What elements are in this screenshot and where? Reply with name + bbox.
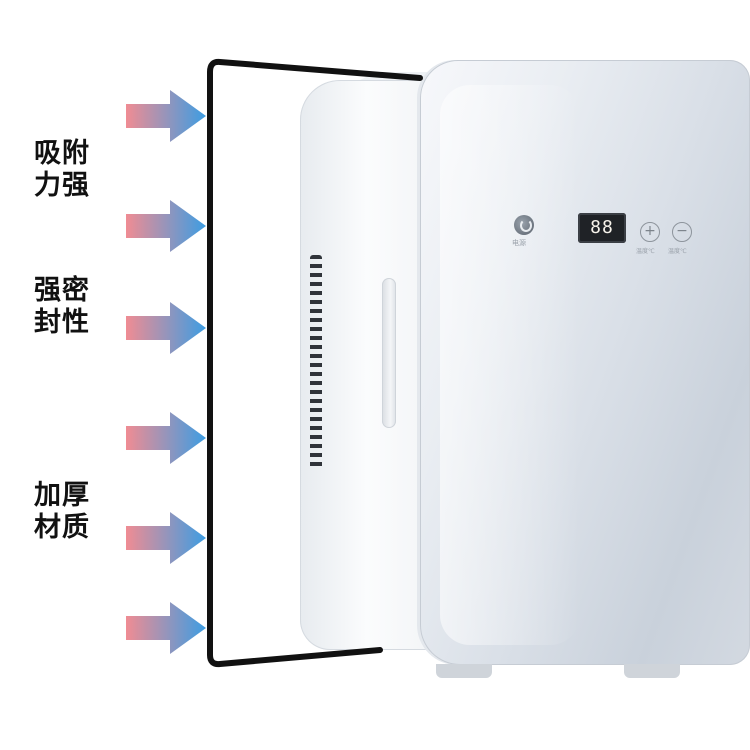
arrow-right-icon (126, 512, 206, 564)
label-line: 强密 (34, 275, 90, 306)
minus-icon: − (672, 222, 692, 242)
minus-label: 温度℃ (668, 248, 687, 255)
arrow-right-icon (126, 200, 206, 252)
arrow-right-icon (126, 302, 206, 354)
label-line: 加厚 (34, 480, 90, 511)
display-value: 88 (590, 217, 614, 238)
power-icon (514, 215, 534, 235)
fridge-foot-right (624, 664, 680, 678)
feature-label-adsorption: 吸附 力强 (34, 138, 104, 202)
label-line: 力强 (34, 170, 90, 201)
seal-outline (207, 58, 423, 668)
side-handle (382, 278, 396, 428)
arrow-right-icon (126, 602, 206, 654)
side-vent (310, 255, 322, 470)
feature-label-sealing: 强密 封性 (34, 275, 104, 339)
arrow-right-icon (126, 90, 206, 142)
door-sheen (440, 85, 580, 645)
fridge-foot-left (436, 664, 492, 678)
label-line: 材质 (34, 512, 90, 543)
plus-icon: + (640, 222, 660, 242)
label-line: 封性 (34, 307, 90, 338)
feature-label-material: 加厚 材质 (34, 480, 104, 544)
plus-label: 温度℃ (636, 248, 655, 255)
label-line: 吸附 (34, 138, 90, 169)
arrow-right-icon (126, 412, 206, 464)
power-label: 电源 (512, 239, 526, 247)
temperature-display: 88 (578, 213, 626, 243)
